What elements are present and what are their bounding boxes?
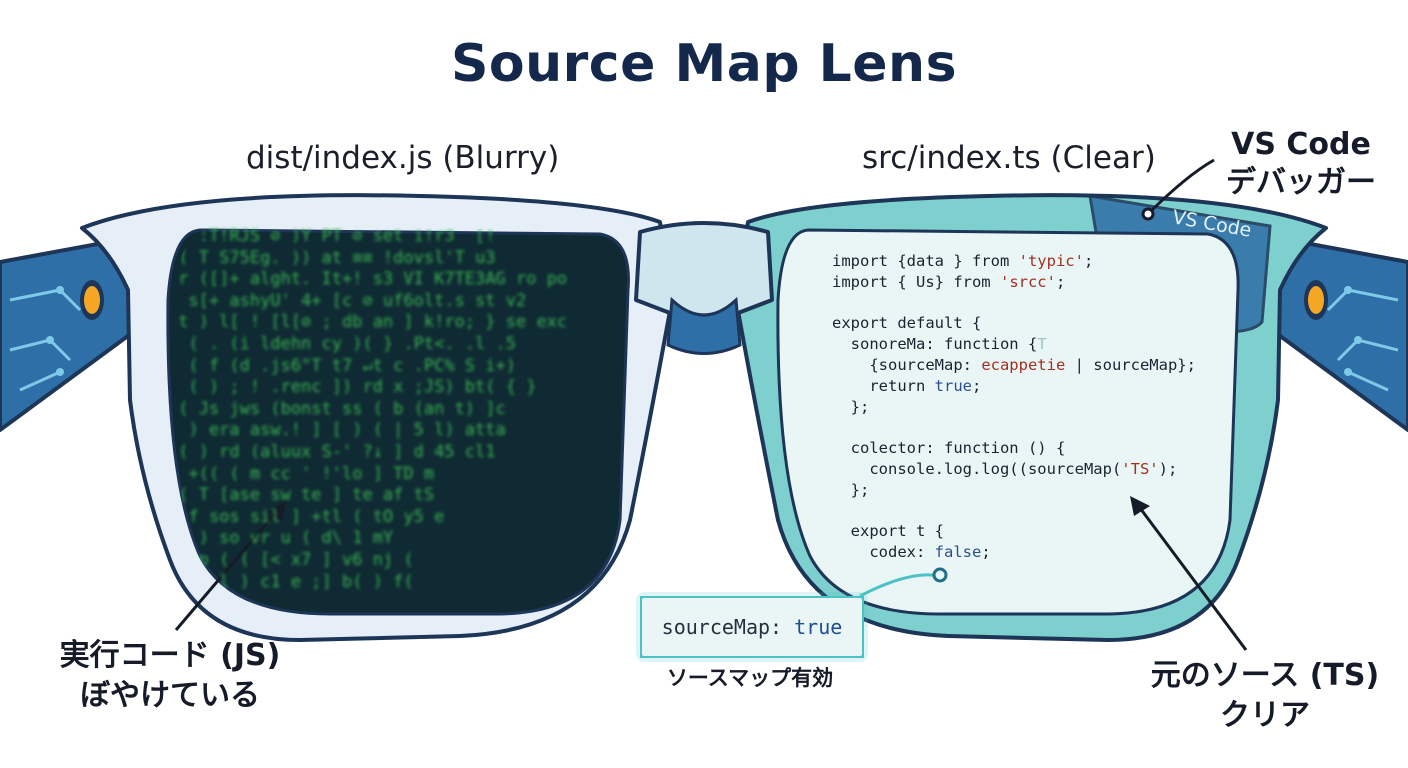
source-code-line: console.log.log((sourceMap('TS'); — [832, 459, 1196, 480]
blurred-code-line: ) era asw.! ] [ ) ( | 5 l) attа — [168, 420, 506, 441]
code-token: }; — [832, 480, 870, 499]
blurred-code-line: ( ) so vr u ( d\ 1 mY — [168, 528, 404, 549]
js-callout: 実行コード (JS) ぼやけている — [30, 636, 310, 716]
code-token: import { Us} from — [832, 272, 1000, 291]
blurred-compiled-code: :T!RJS ⊘ )Y PT ⊘ set i!r3 [! ( T S75Eg. … — [168, 226, 628, 616]
left-lens-label: dist/index.js (Blurry) — [246, 140, 560, 176]
sourcemap-caption: ソースマップ有効 — [666, 666, 834, 690]
code-token: ); — [1158, 459, 1178, 478]
code-token: {sourceMap: — [832, 355, 982, 374]
source-code-line — [832, 293, 1196, 314]
sourcemap-value: true — [794, 615, 843, 639]
js-callout-line2: ぼやけている — [80, 678, 260, 713]
sourcemap-connector — [859, 567, 948, 598]
source-code-line: {sourceMap: ecappetie | sourceMap}; — [832, 355, 1196, 376]
code-token: export default { — [832, 314, 982, 333]
vscode-label-line1: VS Code — [1231, 127, 1371, 162]
code-token: import {data } from — [832, 252, 1019, 270]
blurred-code-line: ( T S75Eg. )) at ≡≡ !dovsl'T u3 — [168, 247, 496, 268]
code-token: console.log.log((sourceMap( — [832, 459, 1122, 478]
vscode-debugger-label: VS Code デバッガー — [1216, 126, 1386, 202]
code-token: return — [832, 376, 935, 395]
code-token: false — [934, 543, 982, 562]
code-token: 'srcc' — [999, 272, 1056, 291]
blurred-code-line: ( T [ase sw te ] te af tS — [168, 485, 435, 506]
source-code-line: export default { — [832, 313, 1196, 334]
vscode-callout-line — [1141, 158, 1215, 221]
blurred-code-line: ( . (i ldehn cy )( } .Pt<. .l .5 — [168, 333, 527, 354]
code-token: colector: function () { — [832, 439, 1066, 458]
source-code-line: import {data } from 'typic'; — [832, 251, 1196, 272]
code-token: ; — [981, 543, 991, 562]
code-token: 'TS' — [1121, 459, 1159, 478]
code-token: 'typic' — [1018, 252, 1084, 270]
clear-source-code: import {data } from 'typic';import { Us}… — [832, 251, 1196, 563]
source-code-line: return true; — [832, 376, 1196, 397]
blurred-code-line: :T!RJS ⊘ )Y PT ⊘ set i!r3 [! — [168, 226, 496, 246]
ts-callout-line1: 元のソース (TS) — [1150, 658, 1380, 693]
source-code-line: import { Us} from 'srcc'; — [832, 272, 1196, 293]
js-callout-line1: 実行コード (JS) — [59, 638, 281, 673]
code-token: }; — [832, 397, 870, 416]
page-title: Source Map Lens — [450, 34, 958, 94]
source-code-line: export t { — [832, 521, 1196, 542]
blurred-code-line: t ) l[ ! [l[⊘ ; db an ] k!ro; } se exc — [168, 312, 568, 333]
code-token: ecappetie — [981, 355, 1066, 374]
source-code-line: }; — [832, 480, 1196, 501]
code-token: codex: — [832, 543, 935, 562]
blurred-code-line: rp ( ( [< x7 ] v6 nj ( — [168, 549, 424, 570]
source-code-line: colector: function () { — [832, 438, 1196, 459]
blurred-code-line: ( f (d .js6"T t7 ↵t c .PC% S i+) — [168, 355, 527, 376]
right-led-indicator — [1308, 286, 1324, 314]
vscode-label-line2: デバッガー — [1226, 165, 1376, 200]
blurred-code-line: s[+ ashyU' 4+ [c ⊘ uf6olt.s st v2 — [168, 290, 527, 311]
code-token: | sourceMap}; — [1065, 355, 1196, 374]
ts-callout-line2: クリア — [1220, 698, 1310, 733]
blurred-code-line: ( Js jws (bonst ss ( b (an t) ]c — [168, 398, 516, 419]
code-token: ; — [971, 376, 982, 395]
left-led-indicator — [84, 286, 100, 314]
ts-callout-arrow — [1130, 496, 1248, 651]
source-code-line — [832, 417, 1196, 438]
js-callout-arrow — [174, 500, 286, 631]
left-lens — [166, 228, 630, 616]
blurred-code-line: f sos sil ] +tl ( tO y5 e — [168, 506, 445, 527]
blurred-code-line: +(( ( m cc ' !'lo ] TD m — [168, 463, 445, 484]
source-code-line: codex: false; — [832, 542, 1196, 563]
code-token: sonoreMa: function { — [832, 335, 1038, 354]
blurred-code-line: ( ) rd (aluux S-' ?↓ ] d 45 cl1 — [168, 441, 496, 462]
code-token: export t { — [832, 522, 944, 541]
blurred-code-line: ( ) ; ! .renc ]) rd x ;JS) bt( { } — [168, 377, 537, 398]
sourcemap-key: sourceMap: — [661, 615, 783, 639]
right-temple-arm — [1270, 236, 1408, 432]
blurred-code-line: r ([]+ alght. It+! s3 VI K7TE3AG ro po — [168, 269, 568, 290]
blurred-code-line: |( l ) c1 e ;] b( ) f( — [168, 571, 424, 592]
code-token: T — [1037, 335, 1047, 354]
code-token: ; — [1055, 272, 1066, 291]
sourcemap-setting-box: sourceMap: true — [640, 596, 864, 658]
ts-callout: 元のソース (TS) クリア — [1140, 656, 1390, 736]
code-token: true — [934, 376, 972, 395]
source-code-line: }; — [832, 397, 1196, 418]
source-code-line — [832, 501, 1196, 522]
code-token: ; — [1083, 252, 1094, 270]
source-code-line: sonoreMa: function {T — [832, 334, 1196, 355]
right-lens-label: src/index.ts (Clear) — [862, 140, 1156, 176]
